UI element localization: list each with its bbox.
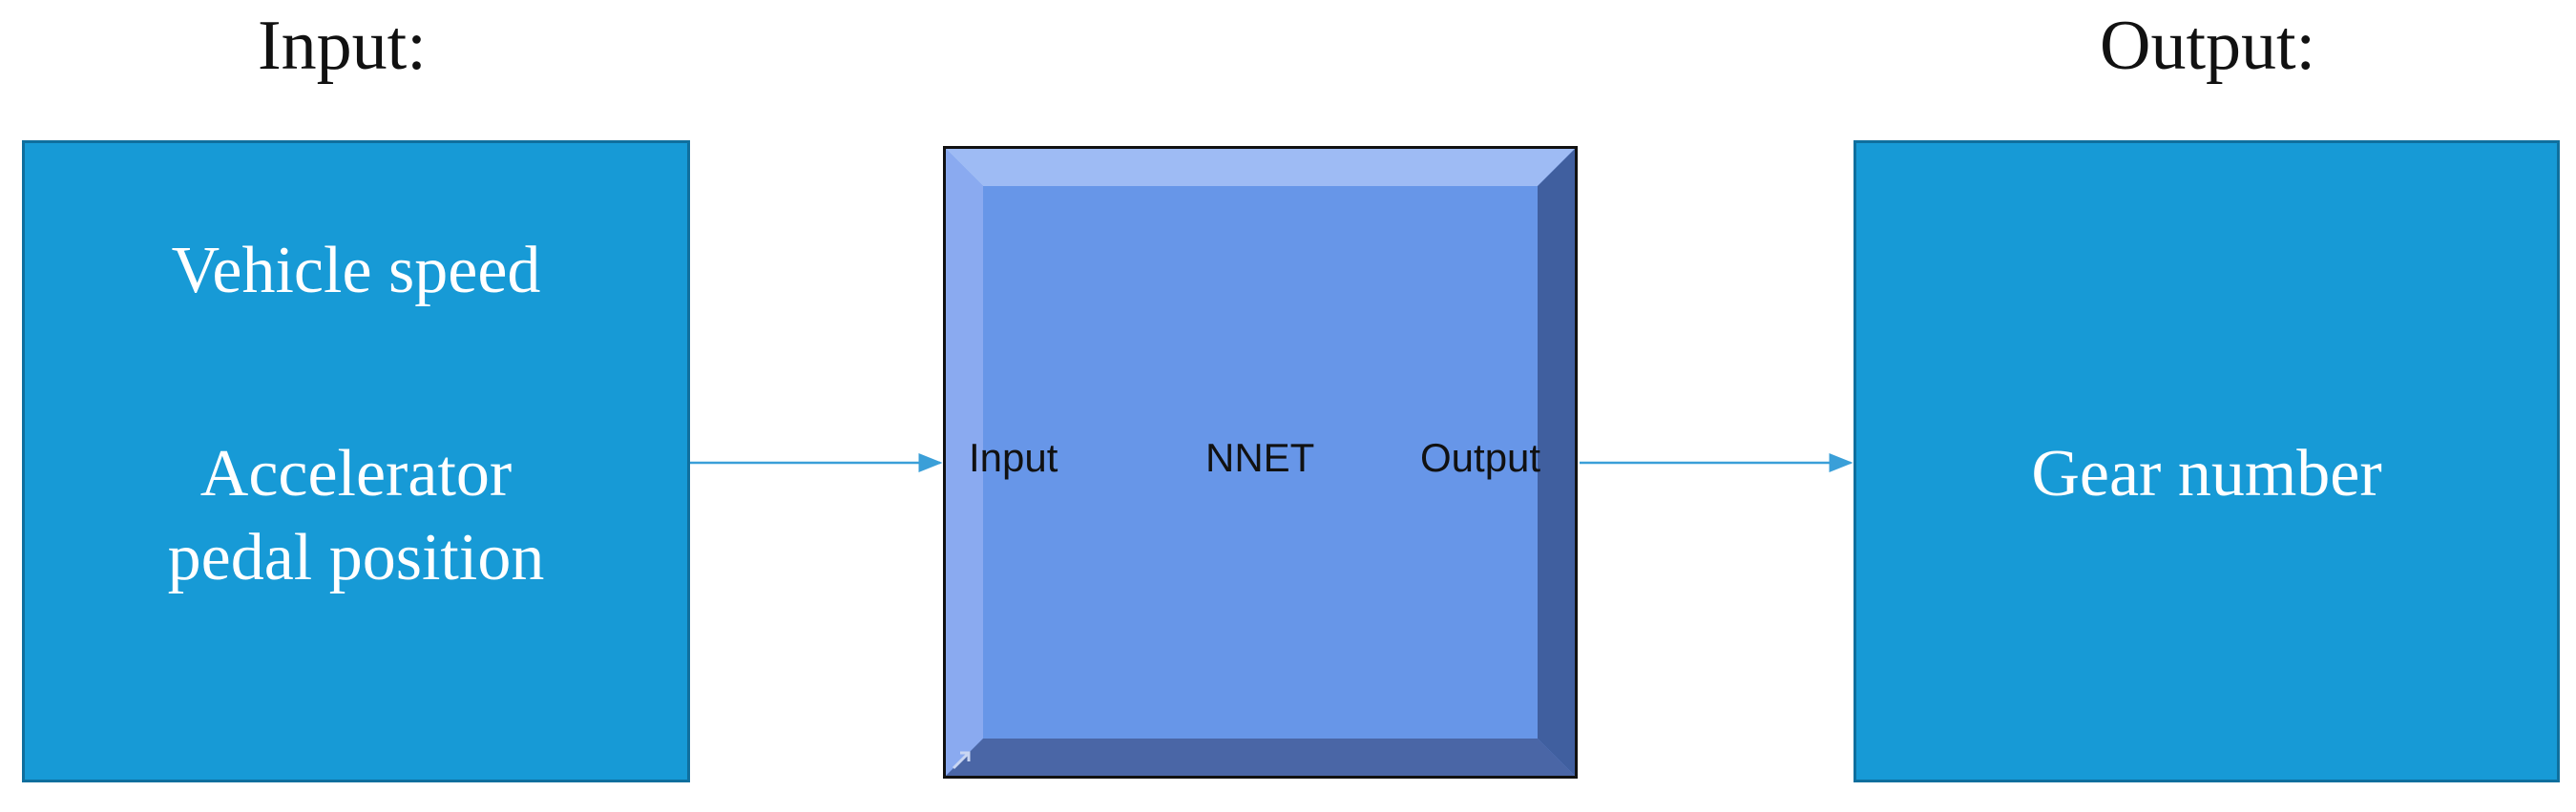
input-port-label: Input [969,435,1058,480]
block-bevel [946,149,1575,776]
accelerator-pedal-label: Accelerator pedal position [25,432,687,599]
block-link-icon [952,751,971,770]
output-heading: Output: [2100,7,2316,85]
input-box: Vehicle speed Accelerator pedal position [22,140,690,782]
accelerator-line: Accelerator [199,437,513,510]
vehicle-speed-label: Vehicle speed [171,234,541,307]
input-heading: Input: [258,7,427,85]
nnet-block[interactable]: Input NNET Output [943,146,1578,779]
pedal-position-line: pedal position [167,520,545,594]
gear-number-label: Gear number [2031,437,2382,510]
nnet-block-name: NNET [1205,435,1315,480]
output-box: Gear number [1853,140,2560,782]
output-port-label: Output [1420,435,1541,480]
